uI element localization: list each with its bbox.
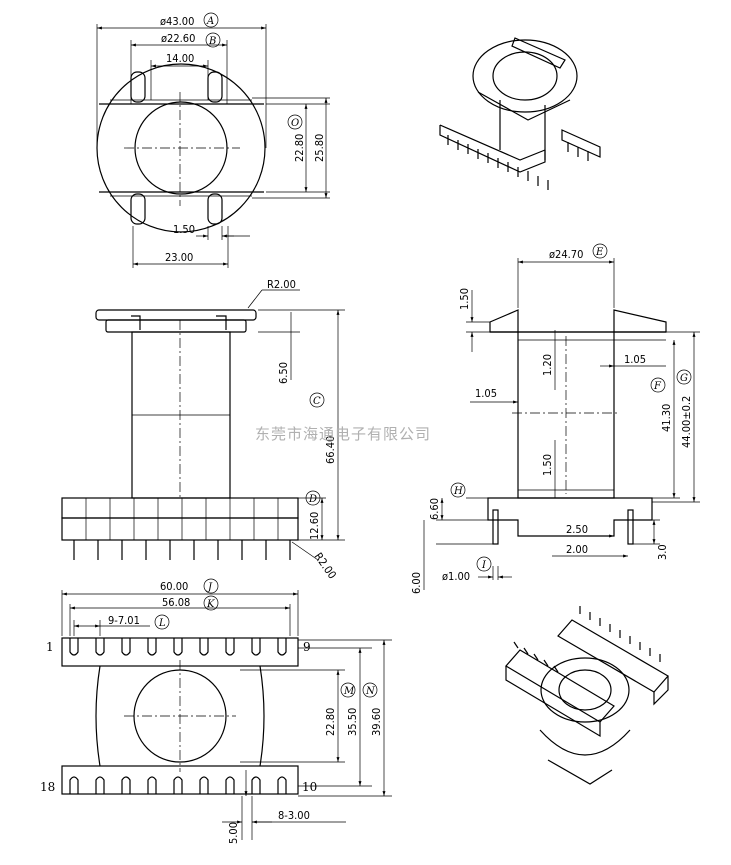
dim-1-50-top: 1.50 xyxy=(458,288,471,310)
isometric-view-top xyxy=(439,37,601,190)
pin-label-1: 1 xyxy=(46,640,54,654)
label-circle-a: A xyxy=(206,16,214,27)
label-circle-k: K xyxy=(206,599,215,610)
top-flange xyxy=(95,309,257,321)
dim-6-50: 6.50 xyxy=(277,362,290,384)
dim-66-40: 66.40 xyxy=(324,436,337,464)
dim-22-80-bottom: 22.80 xyxy=(324,708,337,736)
dim-56-08: 56.08 xyxy=(162,596,190,609)
dim-23-00: 23.00 xyxy=(165,251,193,264)
label-circle-n: N xyxy=(365,686,376,697)
dim-24-70: ø24.70 xyxy=(549,248,583,261)
dim-44-00: 44.00±0.2 xyxy=(680,396,693,448)
dim-25-80: 25.80 xyxy=(313,134,326,162)
dim-5-00: 5.00 xyxy=(227,822,240,844)
label-circle-l: L xyxy=(158,618,166,629)
label-circle-c: C xyxy=(313,396,321,407)
dim-r2-bottom: R2.00 xyxy=(312,550,339,581)
dim-39-60: 39.60 xyxy=(370,708,383,736)
dim-pin-diameter: ø1.00 xyxy=(442,570,470,583)
dim-1-05-left: 1.05 xyxy=(475,387,497,400)
dim-core-diameter: ø22.60 xyxy=(161,32,195,45)
label-circle-f: F xyxy=(653,381,662,392)
dim-1-05-right: 1.05 xyxy=(624,353,646,366)
dim-pin-spacing: 14.00 xyxy=(166,52,194,65)
label-circle-i: I xyxy=(481,560,487,571)
label-circle-h: H xyxy=(453,486,463,497)
dim-6-00: 6.00 xyxy=(410,572,423,594)
dim-60-00: 60.00 xyxy=(160,580,188,593)
company-watermark: 东莞市海通电子有限公司 xyxy=(255,425,431,443)
label-circle-j: J xyxy=(206,582,213,593)
label-circle-o: O xyxy=(291,118,299,129)
label-circle-m: M xyxy=(343,686,355,697)
pin-label-18: 18 xyxy=(40,780,55,794)
dim-pin-pitch: 9-7.01 xyxy=(108,614,140,627)
top-view: ø43.00 A ø22.60 B 14.00 22.80 25.80 O 1.… xyxy=(96,12,330,268)
dim-r2-top: R2.00 xyxy=(267,278,296,291)
dim-41-30: 41.30 xyxy=(660,404,673,432)
dim-22-80: 22.80 xyxy=(293,134,306,162)
right-view: ø24.70 E 1.50 1.20 1.05 1.05 41.30 F 44.… xyxy=(410,243,700,594)
dim-8-3-00: 8-3.00 xyxy=(278,809,310,822)
dim-1-50-bottom: 1.50 xyxy=(541,454,554,476)
bottom-pin-rail xyxy=(61,765,299,795)
dim-2-00: 2.00 xyxy=(566,543,588,556)
dim-3-0: 3.0 xyxy=(656,544,669,560)
bottom-view: 60.00 J 56.08 K 9-7.01 L 22.80 35.50 M 3… xyxy=(40,578,392,844)
dim-outer-diameter: ø43.00 xyxy=(160,15,194,28)
isometric-view-bottom xyxy=(505,606,669,785)
label-circle-g: G xyxy=(680,373,688,384)
side-view: R2.00 6.50 66.40 C 12.60 D R2.00 xyxy=(61,278,345,581)
dim-35-50: 35.50 xyxy=(346,708,359,736)
dim-1-20: 1.20 xyxy=(541,354,554,376)
dim-12-60: 12.60 xyxy=(308,512,321,540)
dim-1-50: 1.50 xyxy=(173,223,195,236)
label-circle-b: B xyxy=(208,36,216,47)
dim-2-50: 2.50 xyxy=(566,523,588,536)
dim-6-60: 6.60 xyxy=(428,498,441,520)
pin-label-10: 10 xyxy=(302,780,317,794)
label-circle-d: D xyxy=(308,494,317,505)
label-circle-e: E xyxy=(595,247,604,258)
pin-label-9: 9 xyxy=(303,640,311,654)
